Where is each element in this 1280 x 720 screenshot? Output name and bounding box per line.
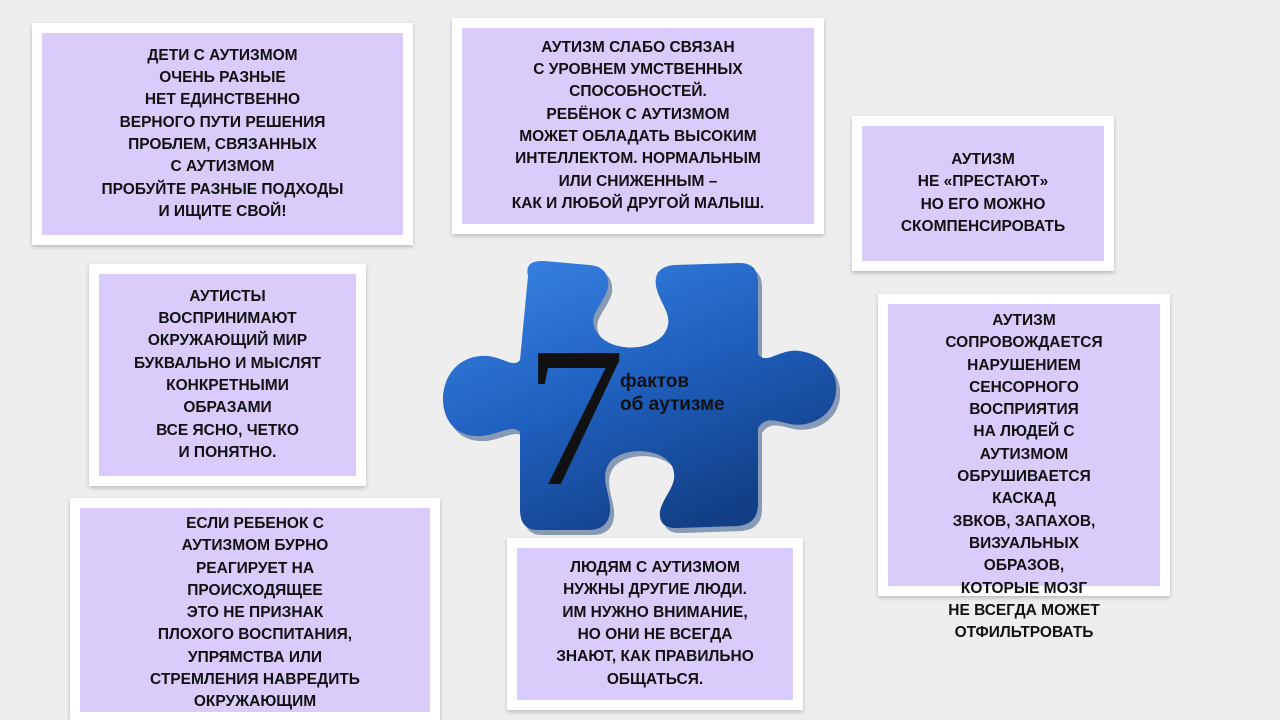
fact-card-variety: ДЕТИ С АУТИЗМОМ ОЧЕНЬ РАЗНЫЕ НЕТ ЕДИНСТВ…	[32, 23, 413, 245]
puzzle-body	[442, 260, 837, 530]
facts-caption: фактов об аутизме	[620, 371, 725, 415]
fact-text-sensory: АУТИЗМ СОПРОВОЖДАЕТСЯ НАРУШЕНИЕМ СЕНСОРН…	[945, 312, 1103, 642]
fact-panel: ЛЮДЯМ С АУТИЗМОМ НУЖНЫ ДРУГИЕ ЛЮДИ. ИМ Н…	[517, 548, 793, 700]
fact-panel: АУТИЗМ НЕ «ПРЕСТАЮТ» НО ЕГО МОЖНО СКОМПЕ…	[862, 126, 1104, 261]
fact-panel: ДЕТИ С АУТИЗМОМ ОЧЕНЬ РАЗНЫЕ НЕТ ЕДИНСТВ…	[42, 33, 403, 235]
seven-number: 7	[525, 307, 625, 528]
puzzle-piece-icon	[440, 256, 841, 548]
fact-card-intellect: АУТИЗМ СЛАБО СВЯЗАН С УРОВНЕМ УМСТВЕННЫХ…	[452, 18, 824, 234]
fact-card-sensory	[878, 294, 1170, 596]
fact-text-intellect: АУТИЗМ СЛАБО СВЯЗАН С УРОВНЕМ УМСТВЕННЫХ…	[511, 38, 765, 212]
fact-card-literal: АУТИСТЫ ВОСПРИНИМАЮТ ОКРУЖАЮЩИЙ МИР БУКВ…	[89, 264, 366, 486]
fact-text-reaction: ЕСЛИ РЕБЕНОК С АУТИЗМОМ БУРНО РЕАГИРУЕТ …	[150, 515, 360, 711]
fact-text-people: ЛЮДЯМ С АУТИЗМОМ НУЖНЫ ДРУГИЕ ЛЮДИ. ИМ Н…	[556, 559, 754, 688]
fact-panel	[888, 304, 1160, 586]
fact-card-people: ЛЮДЯМ С АУТИЗМОМ НУЖНЫ ДРУГИЕ ЛЮДИ. ИМ Н…	[507, 538, 803, 710]
fact-panel: АУТИСТЫ ВОСПРИНИМАЮТ ОКРУЖАЮЩИЙ МИР БУКВ…	[99, 274, 356, 476]
fact-card-compensate: АУТИЗМ НЕ «ПРЕСТАЮТ» НО ЕГО МОЖНО СКОМПЕ…	[852, 116, 1114, 271]
fact-text-literal: АУТИСТЫ ВОСПРИНИМАЮТ ОКРУЖАЮЩИЙ МИР БУКВ…	[133, 287, 322, 461]
puzzle-piece-graphic	[442, 260, 841, 535]
fact-panel	[80, 508, 430, 712]
fact-text-compensate: АУТИЗМ НЕ «ПРЕСТАЮТ» НО ЕГО МОЖНО СКОМПЕ…	[900, 150, 1066, 235]
fact-panel: АУТИЗМ СЛАБО СВЯЗАН С УРОВНЕМ УМСТВЕННЫХ…	[462, 28, 814, 224]
fact-text-variety: ДЕТИ С АУТИЗМОМ ОЧЕНЬ РАЗНЫЕ НЕТ ЕДИНСТВ…	[101, 46, 344, 220]
fact-card-reaction	[70, 498, 440, 720]
